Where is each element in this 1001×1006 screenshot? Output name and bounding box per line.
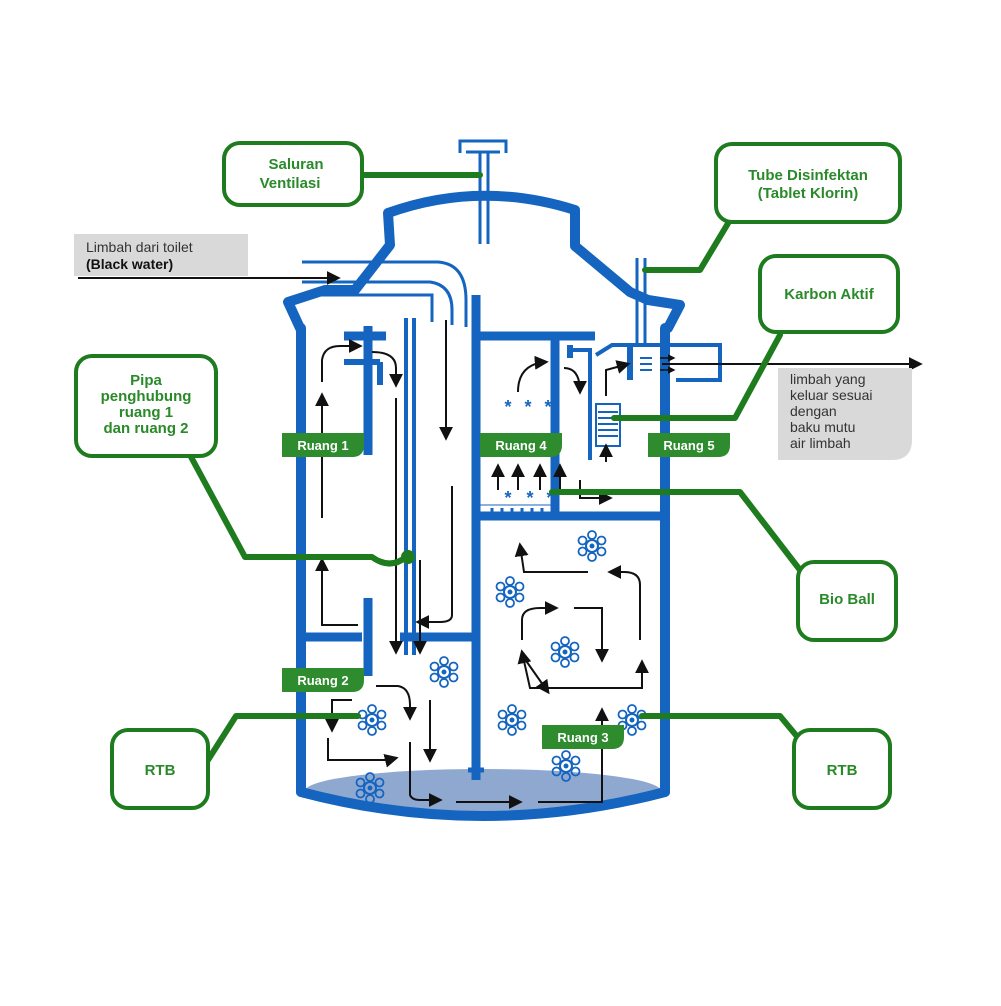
flow-arrow: [371, 351, 403, 388]
callout-saluran-ventilasi: Saluran Ventilasi: [222, 141, 364, 207]
bioball-icon: *: [546, 488, 553, 508]
svg-text:Saluran: Saluran: [268, 156, 323, 173]
callout-rtb-left: RTB: [110, 728, 210, 810]
inlet-note: Limbah dari toilet (Black water): [74, 234, 248, 276]
svg-text:penghubung: penghubung: [101, 388, 192, 405]
svg-text:Ventilasi: Ventilasi: [260, 175, 321, 192]
flow-arrow: [576, 659, 649, 689]
flow-arrow: [579, 480, 613, 505]
rtb-icon: [497, 704, 527, 736]
svg-text:Ruang 2: Ruang 2: [297, 673, 348, 688]
flow-arrow: [327, 738, 399, 768]
flow-arrow: [605, 360, 631, 396]
flow-arrow: [514, 542, 588, 573]
svg-text:Ruang 3: Ruang 3: [557, 730, 608, 745]
svg-text:Bio Ball: Bio Ball: [819, 591, 875, 608]
svg-text:RTB: RTB: [827, 762, 858, 779]
bioball-icon: *: [504, 397, 511, 417]
svg-text:dan ruang 2: dan ruang 2: [103, 420, 188, 437]
svg-text:RTB: RTB: [145, 762, 176, 779]
bioball-icon: *: [544, 397, 551, 417]
tank-body: [283, 190, 685, 821]
callout-bio-ball: Bio Ball: [796, 560, 898, 642]
flow-arrow: [325, 699, 352, 733]
bioball-icons: * * * * * *: [504, 397, 553, 508]
bioball-grid: [490, 508, 544, 520]
rtb-icon: [550, 636, 580, 668]
outlet-note-line5: air limbah: [790, 435, 851, 451]
flow-arrow: [521, 601, 559, 640]
leader-lines: [187, 172, 803, 763]
bioball-icon: *: [524, 397, 531, 417]
svg-text:(Tablet Klorin): (Tablet Klorin): [758, 185, 859, 202]
vent-pipe: [458, 139, 508, 244]
inlet-note-line2: (Black water): [86, 256, 173, 272]
outlet-note-line2: keluar sesuai: [790, 387, 873, 403]
inlet-note-line1: Limbah dari toilet: [86, 239, 193, 255]
bioball-icon: *: [526, 488, 533, 508]
room-label-ruang1: Ruang 1: [282, 433, 364, 457]
room-label-ruang4: Ruang 4: [480, 433, 562, 457]
callout-karbon-aktif: Karbon Aktif: [758, 254, 900, 334]
flow-arrows: [78, 271, 923, 809]
flow-arrow: [517, 355, 549, 393]
rtb-icon: [357, 704, 387, 736]
callout-pipa-penghubung: Pipa penghubung ruang 1 dan ruang 2: [74, 354, 218, 458]
carbon-filter: [598, 357, 652, 437]
svg-text:Karbon Aktif: Karbon Aktif: [784, 286, 874, 303]
callout-tube-disinfektan: Tube Disinfektan (Tablet Klorin): [714, 142, 902, 224]
room-label-ruang2: Ruang 2: [282, 668, 364, 692]
svg-text:Ruang 4: Ruang 4: [495, 438, 547, 453]
flow-arrow: [607, 565, 641, 640]
svg-text:Ruang 5: Ruang 5: [663, 438, 714, 453]
svg-text:Pipa: Pipa: [130, 372, 162, 389]
outlet-note-line1: limbah yang: [790, 371, 866, 387]
flow-arrow: [409, 742, 443, 807]
inlet-pipe: [302, 260, 468, 327]
room-labels: Ruang 1 Ruang 2 Ruang 3 Ruang 4 Ruang 5: [282, 433, 730, 749]
bioball-icon: *: [504, 488, 511, 508]
rtb-icon: [429, 656, 459, 688]
flow-arrow: [315, 557, 358, 626]
flow-arrow: [415, 486, 453, 629]
svg-text:ruang 1: ruang 1: [119, 404, 173, 421]
room-label-ruang3: Ruang 3: [542, 725, 624, 749]
interior-walls: [301, 258, 722, 780]
pipe-joint-dot: [401, 550, 415, 564]
outlet-note: limbah yang keluar sesuai dengan baku mu…: [778, 368, 912, 460]
svg-text:Ruang 1: Ruang 1: [297, 438, 348, 453]
flow-arrow: [574, 607, 609, 663]
rtb-icon: [577, 530, 607, 562]
flow-arrow: [376, 685, 417, 721]
room-label-ruang5: Ruang 5: [648, 433, 730, 457]
rtb-icon: [495, 576, 525, 608]
flow-arrow: [563, 367, 587, 395]
small-arrows: [660, 354, 676, 374]
outlet-note-line3: dengan: [790, 403, 837, 419]
flow-arrow: [321, 339, 363, 382]
outlet-note-line4: baku mutu: [790, 419, 855, 435]
callouts: Saluran Ventilasi Tube Disinfektan (Tabl…: [74, 141, 902, 810]
flow-arrow: [521, 654, 550, 695]
svg-text:Tube Disinfektan: Tube Disinfektan: [748, 167, 868, 184]
flow-arrow: [517, 649, 576, 689]
callout-rtb-right: RTB: [792, 728, 892, 810]
